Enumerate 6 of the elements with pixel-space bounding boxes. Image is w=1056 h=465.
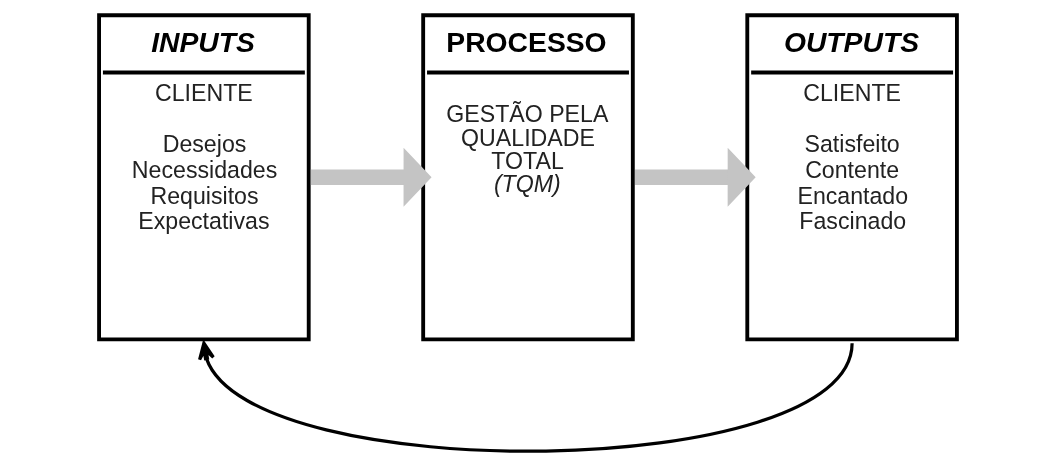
arrow [198, 341, 854, 453]
arrow [635, 147, 756, 207]
arrow [310, 147, 432, 207]
node-box: PROCESSO GESTÃO PELA QUALIDADE TOTAL (TQM) [421, 13, 635, 342]
node-box: INPUTS CLIENTE Desejos Necessidades Requisitos Expectativas [97, 13, 311, 342]
node-box: OUTPUTS CLIENTE Satisfeito Contente Encantado Fascinado [745, 13, 959, 342]
